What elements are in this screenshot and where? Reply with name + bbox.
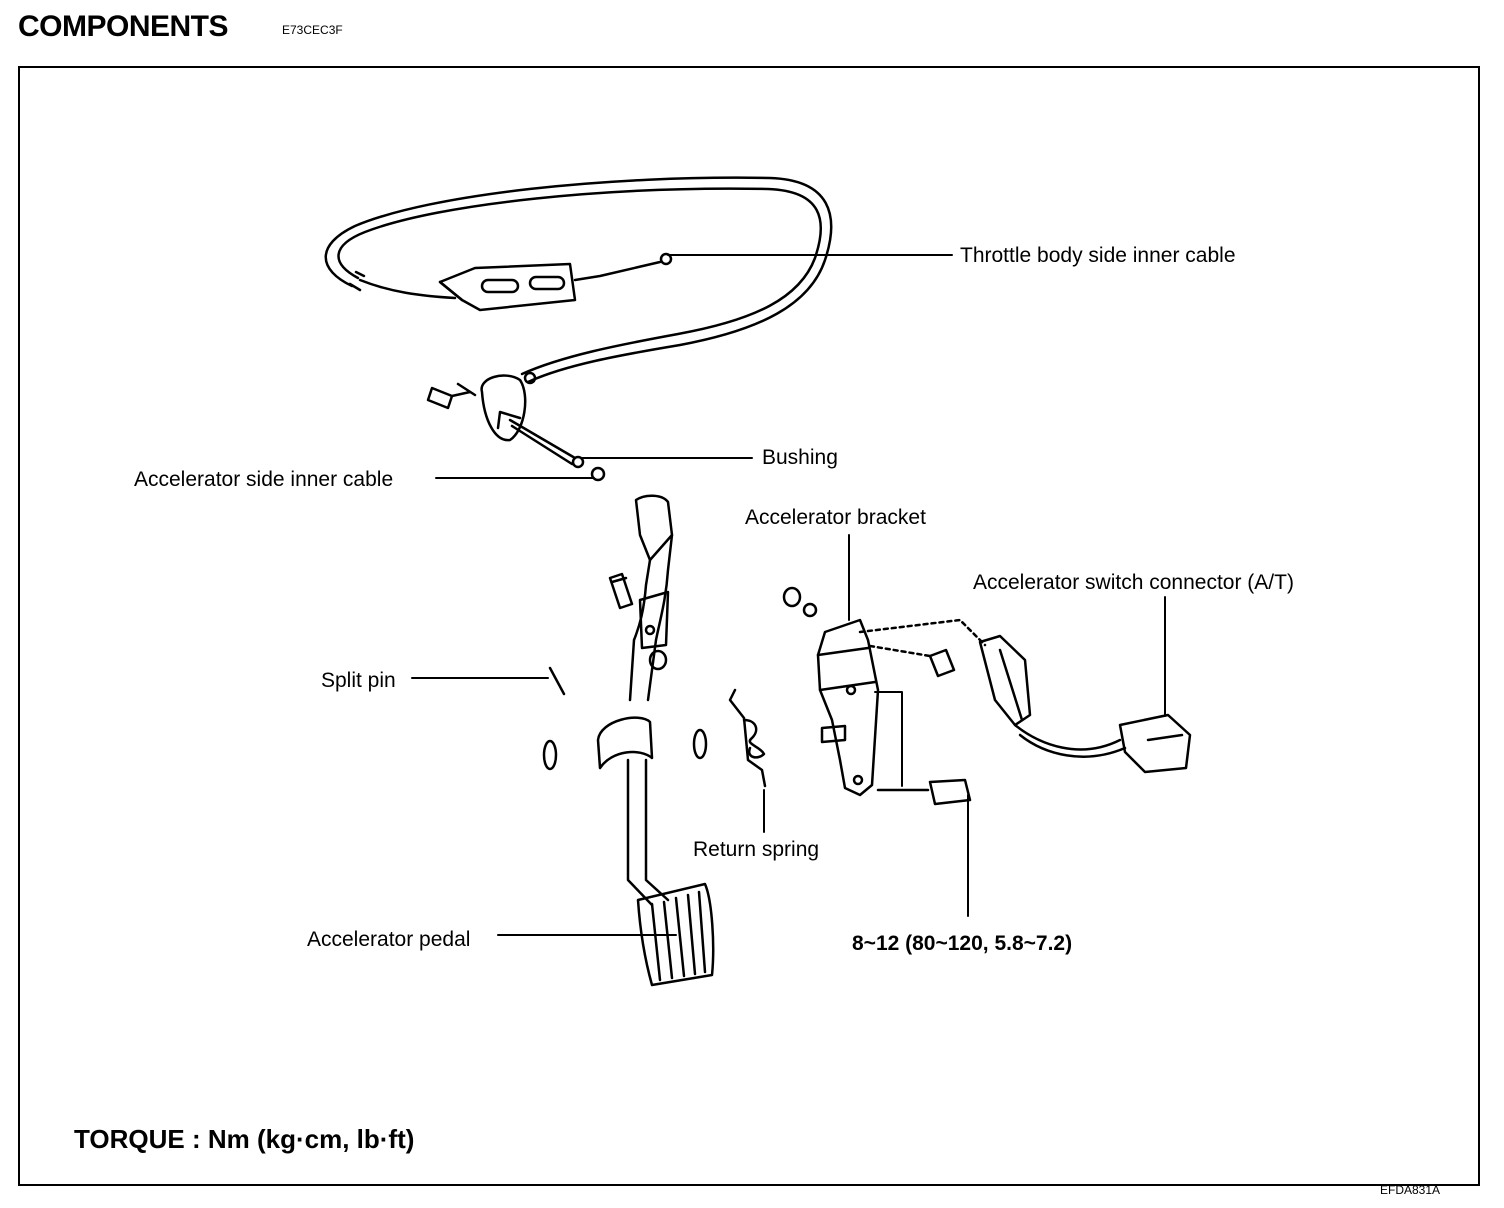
label-torque-value: 8~12 (80~120, 5.8~7.2) <box>852 932 1072 955</box>
label-split-pin: Split pin <box>321 669 396 692</box>
label-throttle-inner-cable: Throttle body side inner cable <box>960 244 1236 267</box>
label-bushing: Bushing <box>762 446 838 469</box>
accelerator-cable <box>324 176 833 384</box>
accelerator-switch <box>858 618 1192 774</box>
label-accel-switch-connector: Accelerator switch connector (A/T) <box>973 571 1294 594</box>
leader-lines <box>411 254 1166 936</box>
pedal-hardware <box>542 572 708 771</box>
label-accel-side-inner-cable: Accelerator side inner cable <box>134 468 393 491</box>
return-spring <box>728 688 767 788</box>
label-return-spring: Return spring <box>693 838 819 861</box>
section-code: E73CEC3F <box>282 23 343 37</box>
diagram-frame <box>18 66 1480 1186</box>
accelerator-bracket <box>782 586 972 806</box>
label-accel-pedal: Accelerator pedal <box>307 928 470 951</box>
bushing-plate <box>426 371 606 482</box>
cable-bracket <box>438 252 673 312</box>
callout-labels: Throttle body side inner cable Bushing A… <box>134 244 1294 955</box>
label-accel-bracket: Accelerator bracket <box>745 506 926 529</box>
figure-id: EFDA831A <box>1380 1183 1441 1197</box>
page-title: COMPONENTS <box>18 10 229 43</box>
torque-unit-legend: TORQUE : Nm (kg·cm, lb·ft) <box>74 1124 415 1154</box>
accelerator-pedal-pad <box>636 882 715 987</box>
accelerator-pedal-arm <box>596 494 674 907</box>
